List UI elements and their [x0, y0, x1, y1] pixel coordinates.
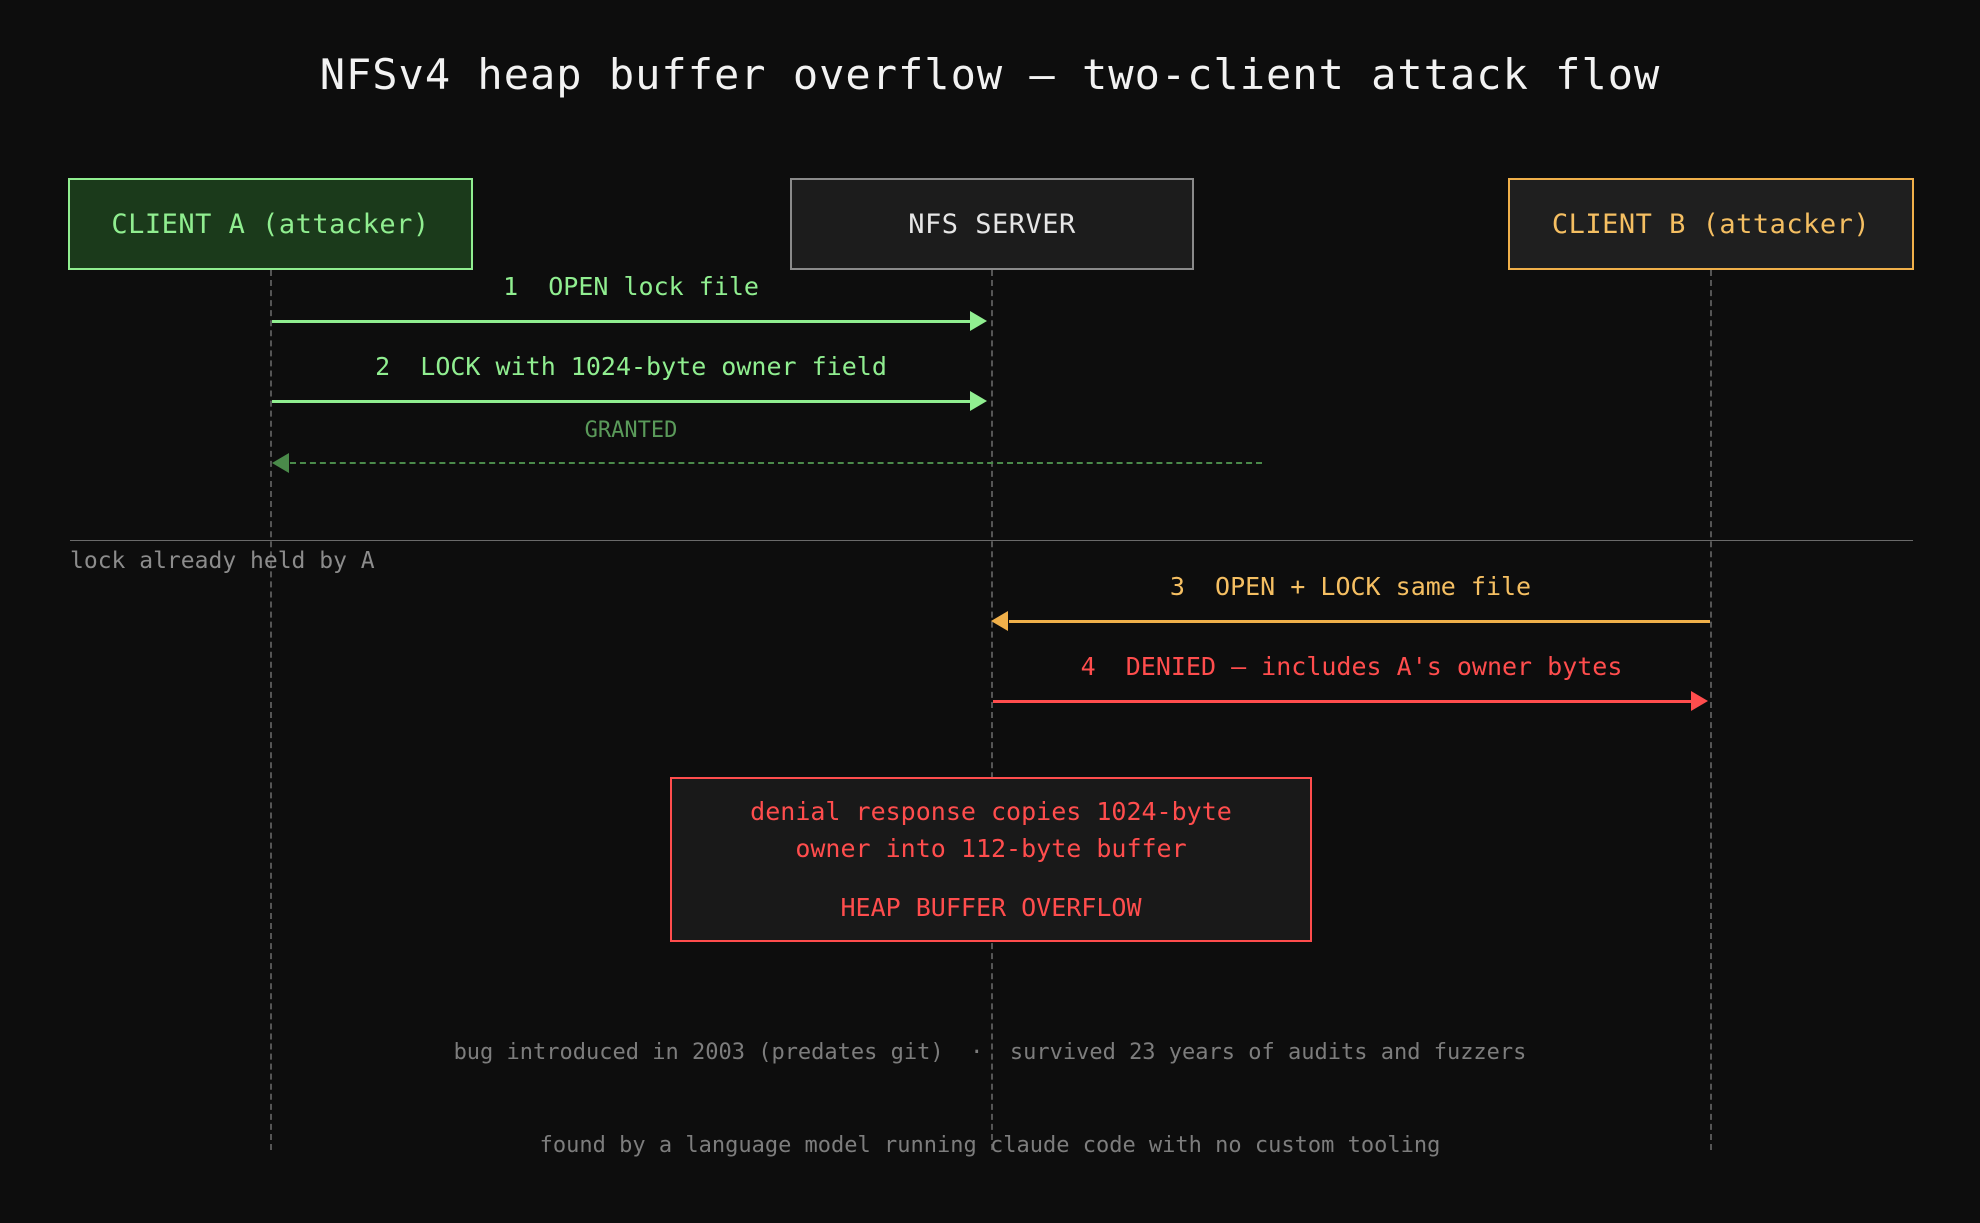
page-title: NFSv4 heap buffer overflow — two-client … [319, 50, 1661, 99]
participant-client-a-label: CLIENT A (attacker) [111, 208, 430, 240]
message-granted-label: GRANTED [584, 418, 678, 443]
footer-line-2: found by a language model running claude… [539, 1133, 1441, 1158]
participant-nfs-server-label: NFS SERVER [908, 208, 1076, 240]
participant-client-b-label: CLIENT B (attacker) [1551, 208, 1871, 240]
arrowhead-left-icon [991, 611, 1008, 631]
separator-divider [70, 540, 1913, 541]
separator-label: lock already held by A [70, 548, 375, 574]
note-heap-buffer-overflow: denial response copies 1024-byte owner i… [670, 777, 1312, 942]
message-1-label: 1 OPEN lock file [503, 272, 759, 301]
lifeline-client-b [1710, 270, 1712, 1150]
message-3-label: 3 OPEN + LOCK same file [1169, 572, 1532, 601]
footer-line-1: bug introduced in 2003 (predates git) · … [453, 1040, 1527, 1065]
message-2-label: 2 LOCK with 1024-byte owner field [375, 352, 887, 381]
arrowhead-left-icon [272, 453, 289, 473]
message-granted-line [290, 462, 1262, 464]
lifeline-client-a [270, 270, 272, 1150]
footer-caption: bug introduced in 2003 (predates git) · … [0, 975, 1980, 1223]
lifeline-nfs-server [991, 270, 993, 1150]
note-line-3: HEAP BUFFER OVERFLOW [840, 893, 1142, 922]
participant-client-b: CLIENT B (attacker) [1508, 178, 1914, 270]
message-2-line [272, 400, 972, 403]
message-3-line [1009, 620, 1710, 623]
arrowhead-right-icon [970, 391, 987, 411]
note-line-1: denial response copies 1024-byte [750, 797, 1232, 826]
message-4-label: 4 DENIED — includes A's owner bytes [1080, 652, 1623, 681]
message-4-line [993, 700, 1693, 703]
arrowhead-right-icon [1691, 691, 1708, 711]
participant-nfs-server: NFS SERVER [790, 178, 1194, 270]
arrowhead-right-icon [970, 311, 987, 331]
participant-client-a: CLIENT A (attacker) [68, 178, 473, 270]
message-1-line [272, 320, 972, 323]
note-line-2: owner into 112-byte buffer [795, 834, 1187, 863]
